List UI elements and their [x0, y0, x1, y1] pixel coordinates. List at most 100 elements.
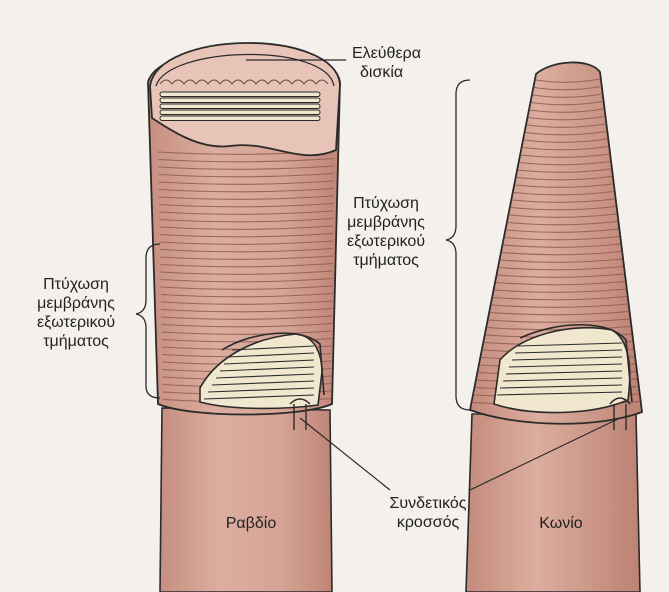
- free-disc: [159, 103, 321, 109]
- folding-left-line-3: εξωτερικού: [36, 314, 116, 331]
- rod-inner-segment: [159, 407, 333, 592]
- rod-fold-line: [159, 225, 334, 230]
- connecting-cilium-line-1: Συνδετικός: [389, 495, 467, 512]
- rod-fold-line: [158, 187, 334, 193]
- folding-right-line-3: εξωτερικού: [346, 233, 426, 250]
- cone-fold-line: [506, 228, 619, 233]
- folding-left-line-4: τμήματος: [43, 333, 109, 350]
- cone-fold-line: [522, 145, 609, 151]
- cone-fold-line: [515, 183, 613, 188]
- rod-membrane-edge: [155, 53, 335, 87]
- cone-infold-line: [505, 370, 623, 375]
- free-discs-stack: [159, 91, 321, 121]
- rod-fold-line: [161, 315, 333, 320]
- cone-fold-line: [519, 160, 611, 166]
- rod-fold-line: [158, 172, 334, 178]
- cone-fold-line: [499, 265, 624, 271]
- cone-fold-line: [532, 93, 602, 98]
- folding-right-line-2: μεμβράνης: [347, 214, 425, 231]
- rod-fold-line: [158, 157, 334, 163]
- cone-fold-line: [488, 318, 630, 323]
- cone-fold-line: [526, 123, 606, 128]
- rod-fold-line: [160, 292, 333, 298]
- cone-fold-line: [507, 220, 618, 226]
- cone-infold-line: [511, 356, 623, 361]
- free-discs-label: Ελεύθερα δισκία: [352, 44, 421, 82]
- rod-fold-line: [159, 210, 334, 215]
- rod-infold-line: [231, 345, 315, 351]
- rod-fold-line: [159, 247, 334, 253]
- bracket-right: [445, 79, 471, 411]
- cone-fold-line: [516, 175, 612, 181]
- rod-infold-line: [207, 387, 315, 393]
- folding-left-line-1: Πτύχωση: [43, 276, 109, 293]
- rod-infold-line: [223, 359, 315, 365]
- rod-scalloped-rim: [159, 79, 329, 85]
- cone-infold-line: [514, 349, 623, 354]
- folding-right-line-4: τμήματος: [353, 252, 419, 269]
- cone-fold-line: [500, 258, 623, 263]
- rod-fold-line: [160, 262, 333, 268]
- cone-infold-line: [517, 342, 623, 347]
- rod-fold-line: [161, 322, 333, 328]
- rod-infold-line: [227, 352, 315, 358]
- cone-fold-line: [497, 273, 625, 278]
- rod-infold-line: [215, 373, 315, 379]
- rod-infold-line: [211, 380, 315, 386]
- cone-fold-line: [534, 85, 601, 91]
- folding-label-left: Πτύχωση μεμβράνης εξωτερικού τμήματος: [18, 275, 134, 351]
- folding-left-line-2: μεμβράνης: [37, 295, 115, 312]
- folding-label-right: Πτύχωση μεμβράνης εξωτερικού τμήματος: [330, 194, 442, 270]
- bracket-left: [135, 243, 161, 399]
- cone-infold-line: [499, 384, 623, 389]
- rod-fold-line: [161, 337, 333, 343]
- cone-fold-line: [503, 243, 621, 248]
- cone-fold-line: [521, 153, 610, 158]
- rod-infold-line: [219, 366, 315, 372]
- rod-fold-line: [161, 330, 333, 335]
- rod-connecting-cilium: [289, 398, 311, 430]
- cone-fold-line: [535, 78, 600, 83]
- cone-fold-line: [490, 310, 629, 316]
- cone-fold-line: [525, 130, 607, 136]
- cone-label: Κωνίο: [539, 515, 583, 532]
- free-disc: [159, 91, 321, 97]
- cone-fold-line: [505, 235, 620, 241]
- rod-fold-line: [160, 285, 333, 290]
- rod-fold-line: [158, 165, 334, 170]
- cone-fold-line: [491, 303, 628, 308]
- rod-fold-line: [161, 300, 333, 305]
- cone-fold-line: [531, 100, 603, 106]
- rod-fold-line: [158, 195, 334, 200]
- free-disc: [159, 115, 321, 121]
- rod-fold-line: [161, 307, 333, 313]
- rod-label: Ραβδίο: [225, 515, 277, 532]
- rod-fold-line: [159, 232, 334, 238]
- cilium-leader-right: [469, 417, 621, 491]
- cone-fold-line: [512, 198, 615, 203]
- rod-fold-line: [160, 255, 333, 260]
- free-discs-line-1: Ελεύθερα: [352, 45, 421, 62]
- cone-fold-line: [528, 115, 605, 121]
- folding-right-line-1: Πτύχωση: [353, 195, 419, 212]
- cone-connecting-cilium: [609, 397, 631, 430]
- rod-basal-infoldings: [199, 332, 325, 410]
- rod-fold-line: [159, 217, 334, 223]
- cone-infold-line: [508, 363, 623, 368]
- free-disc: [159, 97, 321, 103]
- free-discs-line-2: δισκία: [360, 64, 404, 81]
- connecting-cilium-line-2: κροσσός: [396, 514, 460, 531]
- cone-fold-line: [510, 205, 616, 211]
- cone-fold-line: [509, 213, 617, 218]
- cone-infold-line: [496, 391, 623, 396]
- cone-fold-line: [524, 138, 608, 143]
- rod-fold-line: [160, 270, 333, 275]
- rod-infold-line: [203, 394, 315, 400]
- cone-fold-line: [493, 295, 627, 301]
- cone-fold-line: [513, 190, 614, 196]
- rod-fold-line: [159, 240, 334, 245]
- rod-fold-line: [160, 277, 333, 283]
- cone-fold-line: [494, 288, 626, 293]
- cone-infold-line: [502, 377, 623, 382]
